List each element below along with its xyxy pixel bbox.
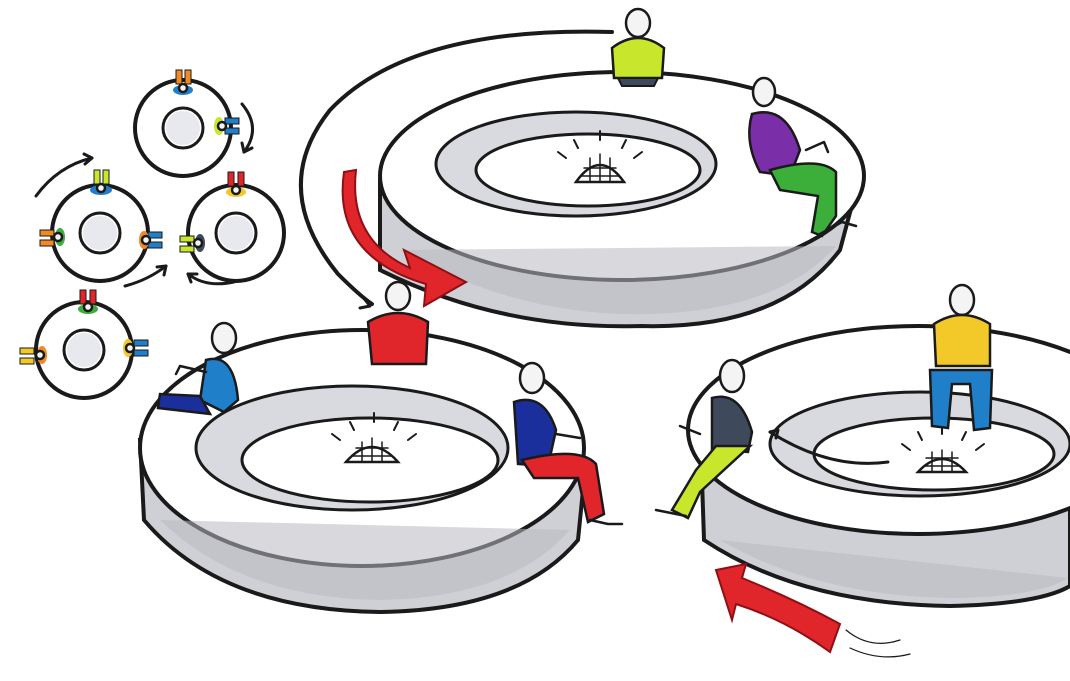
topdown-person-blue [214, 117, 239, 135]
topdown-person-lime [90, 170, 112, 195]
topdown-ring-4 [20, 290, 148, 398]
topdown-person-red-top [78, 290, 98, 314]
topdown-ring-2 [36, 154, 166, 286]
topdown-ring-1 [135, 70, 253, 176]
person-red-sitting [368, 282, 428, 364]
person-lime-sitting [612, 9, 664, 86]
topdown-ring-3 [180, 172, 284, 284]
topdown-person-blue-bottom-right [123, 339, 148, 357]
topdown-person-orange-bottom-left [20, 346, 47, 364]
topdown-person-blue-right [139, 231, 162, 249]
